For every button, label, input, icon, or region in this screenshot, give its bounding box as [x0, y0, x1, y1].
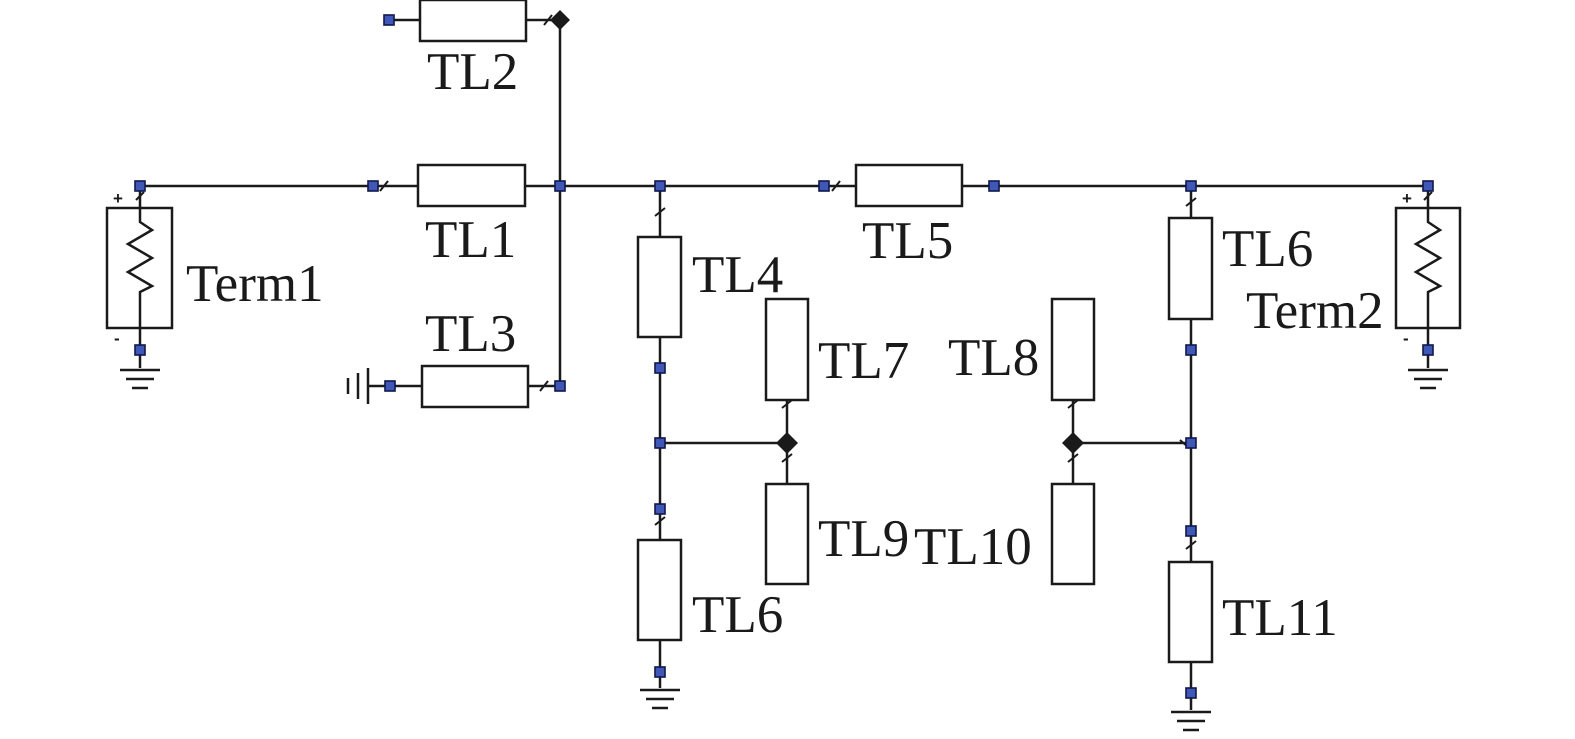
term2-minus-sign: - — [1403, 329, 1409, 348]
tl2-element — [418, 0, 528, 43]
tl8-element — [1050, 297, 1096, 402]
tl8-label: TL8 — [948, 329, 1039, 387]
ground-icon — [346, 368, 370, 404]
tl2-label: TL2 — [427, 43, 518, 101]
tl6-upper-label: TL6 — [1222, 220, 1313, 278]
ground-icon — [120, 368, 160, 390]
tl11-label: TL11 — [1222, 589, 1338, 647]
tl6-lower-label: TL6 — [692, 586, 783, 644]
tee-junction-icon — [1062, 432, 1084, 454]
tl7-element — [764, 297, 810, 402]
tl10-label: TL10 — [914, 518, 1032, 576]
term1-plus-sign: + — [113, 189, 123, 208]
tl1-label: TL1 — [425, 211, 516, 269]
port-ticks — [135, 14, 1433, 550]
term2-element — [1394, 206, 1462, 330]
tl4-label: TL4 — [692, 246, 783, 304]
connection-pins — [134, 14, 1434, 699]
tl7-label: TL7 — [818, 332, 909, 390]
tl1-element — [416, 163, 527, 208]
tl5-label: TL5 — [862, 212, 953, 270]
tee-junction-icon — [550, 10, 570, 30]
tee-junction-icon — [776, 432, 798, 454]
tl4-element — [636, 235, 683, 339]
tl5-element — [854, 163, 964, 208]
ground-icon — [640, 688, 680, 710]
tl11-element — [1167, 560, 1214, 664]
ground-icon — [1171, 710, 1211, 732]
term1-element — [105, 206, 174, 330]
tl10-element — [1050, 482, 1096, 586]
term1-label: Term1 — [186, 255, 324, 313]
tl9-label: TL9 — [818, 510, 909, 568]
tl6-lower-element — [636, 538, 683, 642]
tl9-element — [764, 482, 810, 586]
term2-plus-sign: + — [1402, 189, 1412, 208]
term1-minus-sign: - — [114, 329, 120, 348]
term2-label: Term2 — [1246, 282, 1384, 340]
tl3-label: TL3 — [425, 305, 516, 363]
tl6-upper-element — [1167, 216, 1214, 321]
tl3-element — [420, 364, 530, 409]
ground-icon — [1408, 368, 1448, 390]
